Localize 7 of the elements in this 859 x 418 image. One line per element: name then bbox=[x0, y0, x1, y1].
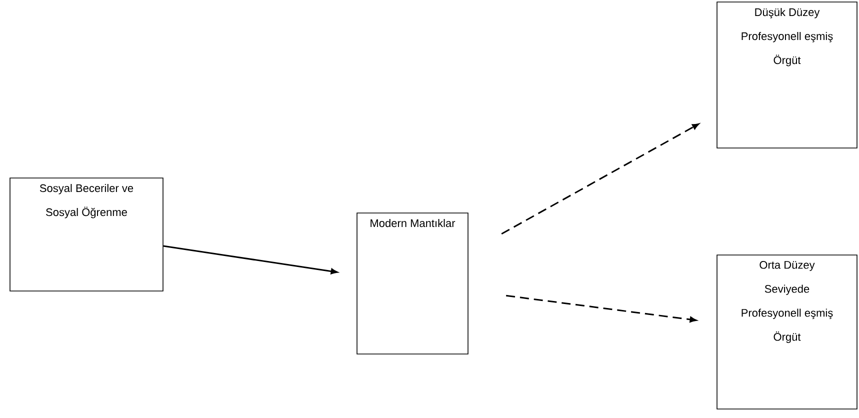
arrow bbox=[506, 294, 697, 322]
text-box: Düşük Düzey Profesyonell eşmiş Örgüt bbox=[716, 2, 858, 148]
arrow bbox=[163, 245, 338, 274]
text-box: Modern Mantıklar bbox=[356, 212, 468, 354]
text-box: Orta Düzey Seviyede Profesyonell eşmiş Örgüt bbox=[716, 254, 858, 410]
arrow bbox=[501, 123, 700, 235]
text-box: Sosyal Beceriler ve Sosyal Öğrenme bbox=[10, 178, 164, 292]
